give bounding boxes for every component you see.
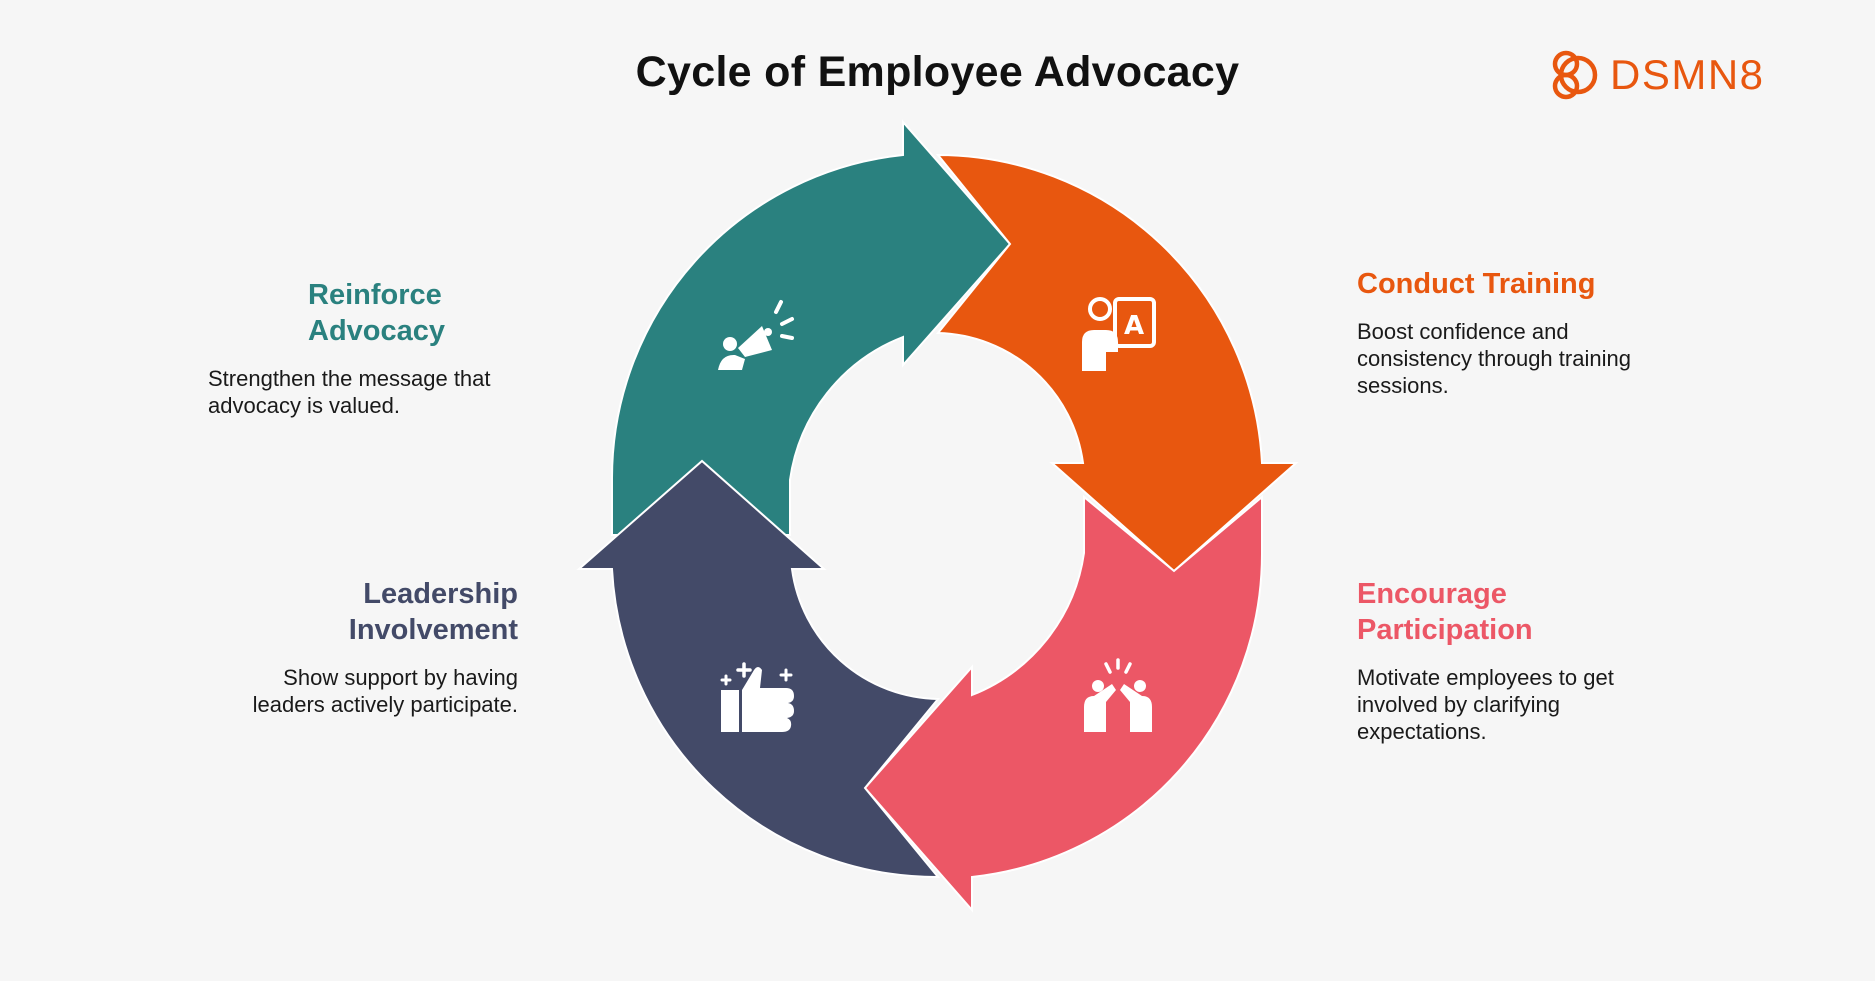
high-five-icon [1084, 658, 1152, 732]
stage-description: Strengthen the message that advocacy is … [208, 366, 491, 418]
stage-title: Encourage Participation [1357, 578, 1533, 646]
stage-leadership-involvement: Leadership Involvement Show support by h… [210, 576, 518, 718]
svg-text:A: A [1124, 311, 1144, 341]
logo-wordmark: DSMN8 [1610, 51, 1765, 98]
stage-reinforce-advocacy: Reinforce Advocacy Strengthen the messag… [208, 277, 508, 419]
stage-description: Boost confidence and consistency through… [1357, 319, 1631, 398]
stage-title: Conduct Training [1357, 268, 1596, 300]
stage-encourage-participation: Encourage Participation Motivate employe… [1357, 576, 1677, 745]
thumbs-up-icon [720, 662, 794, 732]
stage-title: Reinforce Advocacy [308, 279, 446, 347]
logo-rings-icon [1552, 50, 1598, 100]
cycle-arrow-reinforce [610, 119, 1012, 536]
diagram-title: Cycle of Employee Advocacy [635, 48, 1240, 96]
brand-logo: DSMN8 [1546, 48, 1765, 102]
stage-description: Motivate employees to get involved by cl… [1357, 665, 1614, 744]
cycle-arrow-participation [863, 494, 1264, 913]
megaphone-speaker-icon [718, 300, 794, 370]
stage-title: Leadership Involvement [348, 578, 518, 646]
cycle-arrow-training [935, 153, 1299, 573]
stage-description: Show support by having leaders actively … [252, 665, 518, 717]
trainer-presentation-icon: A [1082, 297, 1156, 371]
stage-conduct-training: Conduct Training Boost confidence and co… [1357, 266, 1677, 399]
